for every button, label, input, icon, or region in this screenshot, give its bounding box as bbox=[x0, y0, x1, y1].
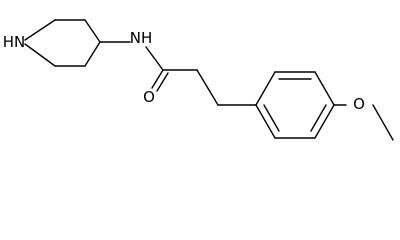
bond-ring-1 bbox=[24, 19, 56, 41]
atom-label-ether-o: O bbox=[353, 95, 365, 113]
atom-label-ring-nh: HN bbox=[3, 33, 26, 51]
atom-labels: HN NH O O bbox=[3, 29, 365, 113]
atom-label-carbonyl-o: O bbox=[143, 88, 155, 106]
bond-ch2-ch2 bbox=[196, 69, 219, 106]
bond-o-methyl bbox=[372, 104, 394, 141]
atom-label-amide-nh: NH bbox=[130, 29, 153, 47]
bond-ring-4 bbox=[84, 41, 101, 67]
carbonyl-double-bond bbox=[151, 69, 169, 92]
bond-ring-3 bbox=[84, 19, 101, 43]
chemical-structure: HN NH O O bbox=[3, 19, 394, 141]
bond-n-carbonyl bbox=[145, 46, 164, 71]
bond-ring-6 bbox=[24, 43, 56, 67]
piperidine-ring bbox=[24, 19, 101, 67]
benzene-ring bbox=[255, 71, 335, 139]
